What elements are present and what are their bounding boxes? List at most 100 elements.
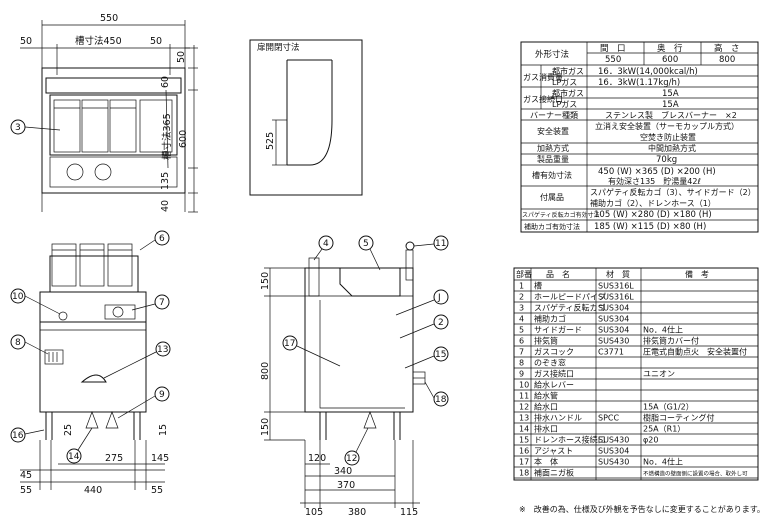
spec-tank-value-2: 有効深さ135 貯湯量42ℓ <box>608 176 701 186</box>
callout-11: 11 <box>435 239 446 249</box>
dim-front-25: 25 <box>63 424 74 436</box>
parts-h-remarks: 備 考 <box>685 269 709 279</box>
spec-acc-value-1: スパゲティ反転カゴ（3）、サイドガード（2） <box>590 187 756 197</box>
table-row: 6 排気筒 SUS430 排気筒カバー付 <box>519 336 699 346</box>
callout-17: 17 <box>284 339 295 349</box>
parts-h-material: 材 質 <box>606 269 630 279</box>
parts-material: SUS430 <box>598 458 629 467</box>
callout-3: 3 <box>15 123 21 133</box>
parts-material: SUS430 <box>598 436 629 445</box>
front-view: 45 275 145 25 15 55 440 55 6 10 7 8 13 9… <box>10 230 171 496</box>
spec-depth: 600 <box>662 55 678 65</box>
callout-16: 16 <box>12 431 24 441</box>
spec-lp-consumption: 16．3kW(1.17kg/h) <box>598 78 680 88</box>
parts-name: ホールピードパイプ <box>534 293 606 302</box>
dim-side-380: 380 <box>348 507 366 518</box>
callout-18: 18 <box>435 395 447 405</box>
callout-J: J <box>437 293 441 303</box>
spec-aux-value: 185 (W) ×115 (D) ×80 (H) <box>594 222 706 232</box>
dim-side-150-top: 150 <box>260 272 271 290</box>
spec-gas-port-label: ガス接続口 <box>523 94 563 104</box>
spec-table: 外形寸法 間 口 奥 行 高 さ 550 600 800 ガス消費量 都市ガス … <box>520 41 759 233</box>
parts-no: 16 <box>519 447 529 456</box>
spec-heating-label: 加熱方式 <box>537 143 569 153</box>
dim-front-15: 15 <box>158 424 169 436</box>
parts-material: C3771 <box>598 348 624 357</box>
callout-13: 13 <box>157 345 168 355</box>
spec-acc-value-2: 補助カゴ（2）、ドレンホース（1） <box>590 198 716 208</box>
spec-lp-gas-1: LPガス <box>552 77 577 87</box>
parts-no: 18 <box>519 469 529 478</box>
parts-name: 槽 <box>534 281 542 291</box>
dim-plan-40: 40 <box>160 200 171 212</box>
table-row: 17 本 体 SUS430 No．4仕上 <box>519 457 683 467</box>
parts-no: 17 <box>519 458 529 467</box>
callout-15: 15 <box>435 350 446 360</box>
parts-name: 本 体 <box>534 457 558 467</box>
spec-weight-value: 70kg <box>656 155 677 165</box>
parts-name: 排気筒 <box>534 336 558 346</box>
callout-5: 5 <box>363 239 369 249</box>
dim-side-115: 115 <box>400 507 418 518</box>
parts-no: 13 <box>519 414 529 423</box>
parts-remarks: 15A（G1/2） <box>643 403 694 412</box>
footnote: ※ 改善の為、仕様及び外観を予告なしに変更することがあります。 <box>519 504 765 514</box>
parts-no: 12 <box>519 403 529 412</box>
parts-h-name: 品 名 <box>546 269 570 279</box>
dim-side-340: 340 <box>334 466 352 477</box>
parts-remarks: 排気筒カバー付 <box>643 336 699 346</box>
parts-name: 給水レバー <box>534 380 574 390</box>
spec-safety-value-2: 空焚き防止装置 <box>640 132 696 142</box>
parts-no: 4 <box>519 315 524 324</box>
dim-door-525: 525 <box>265 132 276 150</box>
parts-remarks: 圧電式自動点火 安全装置付 <box>643 347 747 357</box>
parts-remarks: 樹脂コーティング付 <box>643 413 715 423</box>
spec-city-port: 15A <box>662 89 679 99</box>
parts-no: 5 <box>519 326 524 335</box>
parts-material: SUS316L <box>598 282 634 291</box>
spec-tank-value-1: 450 (W) ×365 (D) ×200 (H) <box>598 167 716 177</box>
parts-remarks: No．4仕上 <box>643 457 683 467</box>
parts-no: 6 <box>519 337 524 346</box>
callout-14: 14 <box>68 452 80 462</box>
dim-plan-50-right: 50 <box>150 36 162 47</box>
parts-no: 3 <box>519 304 524 313</box>
callout-7: 7 <box>159 298 165 308</box>
spec-aux-label: 補助カゴ有効寸法 <box>524 222 580 231</box>
spec-width: 550 <box>605 55 621 65</box>
parts-remarks: No．4仕上 <box>643 325 683 335</box>
parts-remarks: φ20 <box>643 436 658 445</box>
parts-no: 10 <box>519 381 529 390</box>
parts-no: 15 <box>519 436 529 445</box>
parts-material: SUS430 <box>598 337 629 346</box>
parts-remarks: 25A（R1） <box>643 425 685 434</box>
spec-burner-value: ステンレス製 ブレスバーナー ×2 <box>605 110 737 120</box>
spec-safety-label: 安全装置 <box>537 126 569 136</box>
spec-h-depth: 奥 行 <box>657 43 683 54</box>
spec-gas-consumption-label: ガス消費量 <box>523 72 563 82</box>
parts-no: 1 <box>519 282 524 291</box>
parts-no: 9 <box>519 370 524 379</box>
parts-remarks: ユニオン <box>643 370 675 379</box>
parts-no: 8 <box>519 359 524 368</box>
dim-plan-50-top: 50 <box>176 51 187 63</box>
dim-side-800: 800 <box>260 362 271 380</box>
dim-side-370: 370 <box>337 480 355 491</box>
callout-10: 10 <box>12 292 24 302</box>
dim-plan-600: 600 <box>178 130 189 148</box>
callout-8: 8 <box>15 338 21 348</box>
spec-city-consumption: 16．3kW(14,000kcal/h) <box>598 67 698 77</box>
parts-name: 給水管 <box>534 391 558 401</box>
callout-6: 6 <box>159 234 165 244</box>
parts-no: 2 <box>519 293 524 302</box>
